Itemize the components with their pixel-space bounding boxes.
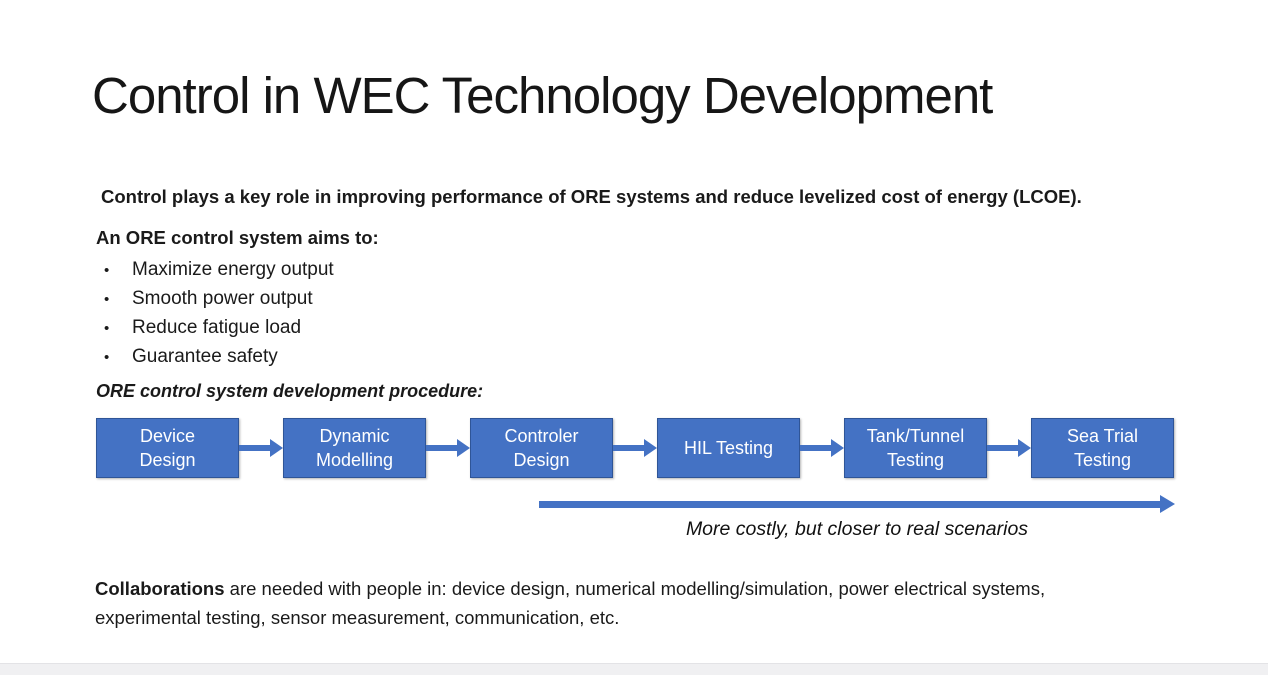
collaboration-paragraph: Collaborations are needed with people in…	[95, 574, 1147, 632]
flow-step-hil-testing: HIL Testing	[657, 418, 800, 478]
collaboration-bold-lead: Collaborations	[95, 578, 225, 599]
aims-list: • Maximize energy output • Smooth power …	[104, 255, 334, 371]
procedure-heading: ORE control system development procedure…	[96, 381, 484, 401]
flow-step-dynamic-modelling: Dynamic Modelling	[283, 418, 426, 478]
collaboration-rest: are needed with people in: device design…	[95, 578, 1046, 628]
flow-arrow-icon	[239, 437, 283, 459]
flow-arrow-icon	[800, 437, 844, 459]
flow-step-sea-trial-testing: Sea Trial Testing	[1031, 418, 1174, 478]
list-item-label: Reduce fatigue load	[132, 317, 302, 338]
arrow-shaft	[239, 445, 270, 451]
bullet-icon: •	[104, 262, 110, 279]
list-item-label: Smooth power output	[132, 288, 313, 309]
flow-step-device-design: Device Design	[96, 418, 239, 478]
list-item-label: Maximize energy output	[132, 259, 334, 280]
timeline-arrow-icon	[539, 495, 1175, 513]
page-title: Control in WEC Technology Development	[92, 67, 993, 124]
bullet-icon: •	[104, 320, 110, 337]
arrow-head	[457, 439, 470, 457]
list-item: • Smooth power output	[104, 284, 334, 313]
bottom-bar	[0, 663, 1268, 675]
arrow-shaft	[987, 445, 1018, 451]
arrow-shaft	[613, 445, 644, 451]
arrow-head	[1160, 495, 1175, 513]
arrow-head	[644, 439, 657, 457]
list-item: • Maximize energy output	[104, 255, 334, 284]
arrow-shaft	[539, 500, 1160, 508]
aims-heading: An ORE control system aims to:	[96, 227, 379, 248]
intro-text: Control plays a key role in improving pe…	[101, 186, 1082, 207]
arrow-head	[1018, 439, 1031, 457]
list-item-label: Guarantee safety	[132, 346, 278, 367]
bullet-icon: •	[104, 349, 110, 366]
list-item: • Guarantee safety	[104, 342, 334, 371]
flow-step-tank-tunnel-testing: Tank/Tunnel Testing	[844, 418, 987, 478]
flow-diagram: Device Design Dynamic Modelling Controle…	[96, 418, 1174, 478]
flow-arrow-icon	[613, 437, 657, 459]
arrow-head	[270, 439, 283, 457]
arrow-head	[831, 439, 844, 457]
timeline-caption: More costly, but closer to real scenario…	[685, 518, 1029, 540]
list-item: • Reduce fatigue load	[104, 313, 334, 342]
bullet-icon: •	[104, 291, 110, 308]
arrow-shaft	[426, 445, 457, 451]
arrow-shaft	[800, 445, 831, 451]
flow-arrow-icon	[426, 437, 470, 459]
flow-arrow-icon	[987, 437, 1031, 459]
flow-step-controller-design: Controler Design	[470, 418, 613, 478]
